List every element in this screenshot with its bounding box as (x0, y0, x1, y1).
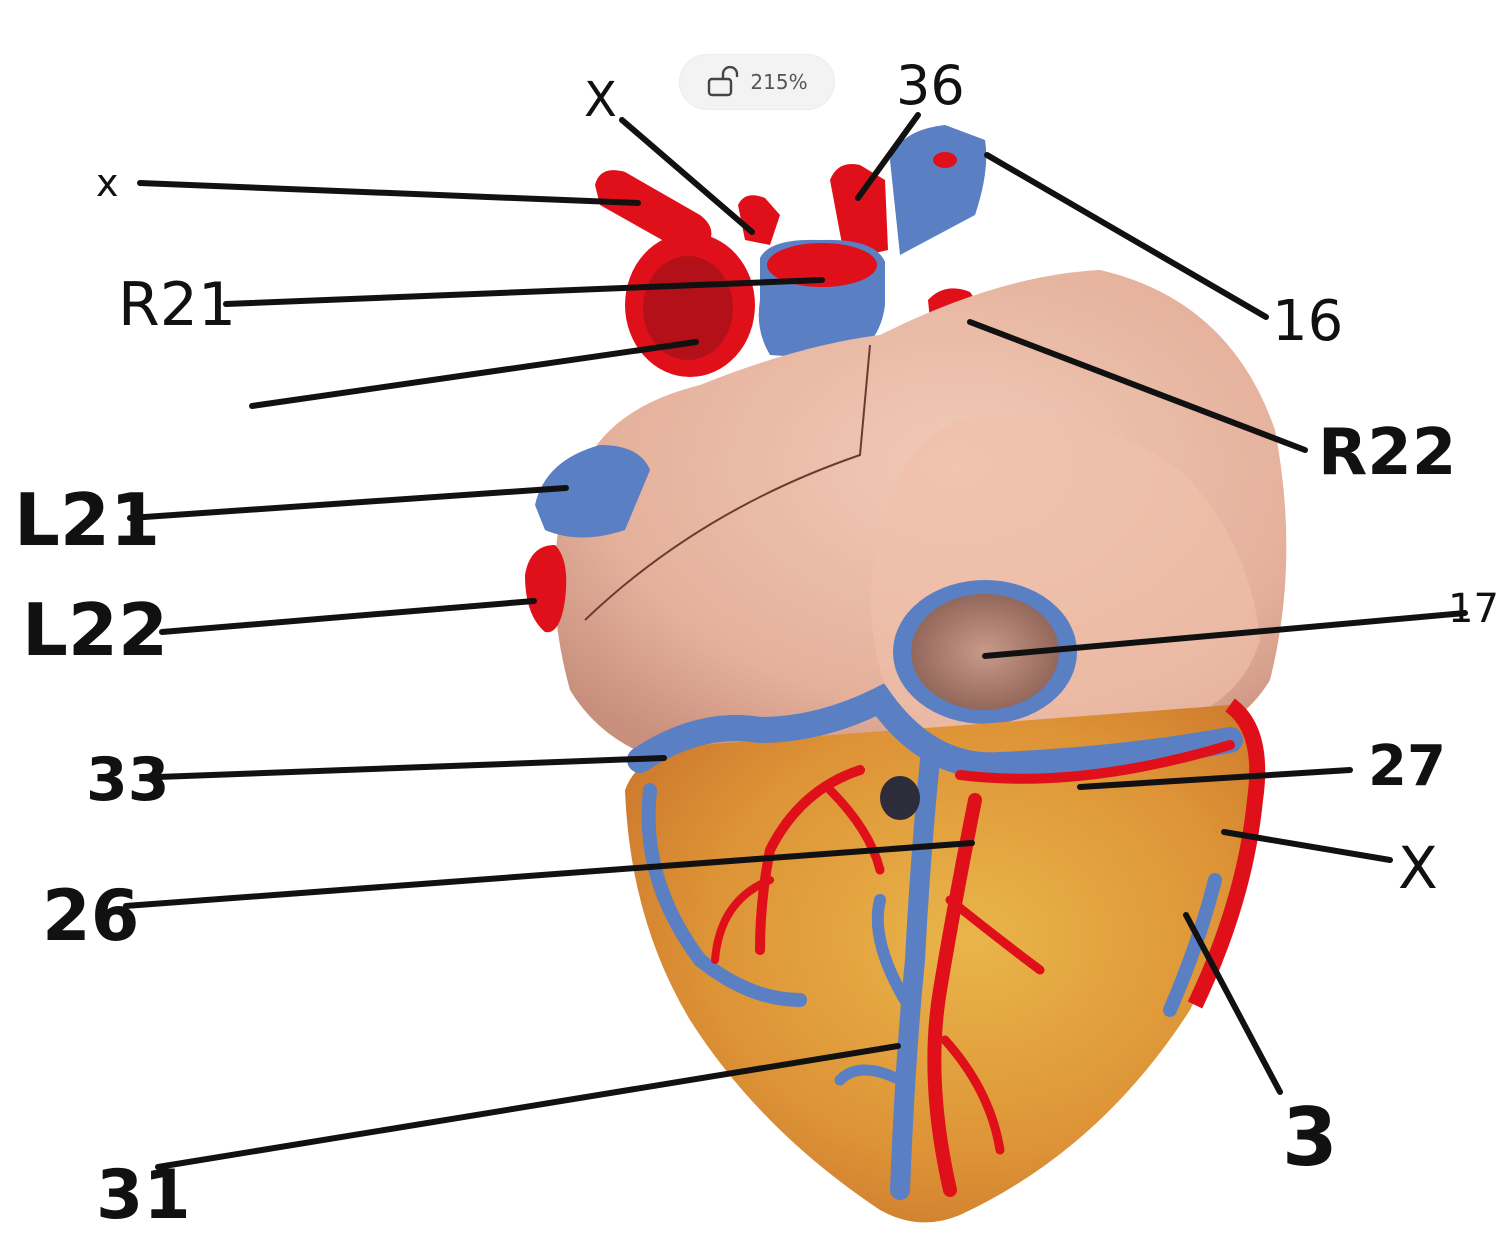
small-artery-stub (738, 195, 780, 245)
leader-16 (984, 152, 1269, 320)
label-r22: R22 (1318, 416, 1456, 490)
heart-wall (525, 270, 1287, 760)
artery-branch-left-1 (755, 765, 865, 955)
leader-31 (155, 1043, 901, 1170)
right-pulmonary-vein-blue (535, 445, 650, 538)
left-vein-branch (641, 783, 807, 1007)
label-16: 16 (1272, 289, 1343, 354)
leader-33 (155, 755, 667, 780)
leader-17 (982, 610, 1468, 659)
labels: x X 36 16 R21 R22 L21 L22 17 33 27 X 26 … (14, 54, 1499, 1235)
aorta-trunk (830, 164, 888, 260)
ventricle-red-rim (1187, 698, 1266, 1009)
label-33: 33 (86, 745, 170, 815)
label-x-right: X (1398, 834, 1438, 902)
leader-3 (1183, 912, 1283, 1095)
leader-lines (123, 112, 1468, 1170)
label-l21: L21 (14, 478, 160, 562)
great-vessels (595, 125, 989, 395)
atrial-seam-1 (584, 344, 871, 621)
leader-36 (855, 112, 921, 201)
leader-x-top-left (137, 180, 641, 206)
label-26: 26 (42, 875, 139, 957)
label-x-top: X (584, 72, 617, 128)
zoom-level-text: 215% (750, 70, 808, 94)
label-r21: R21 (118, 270, 236, 340)
leader-l21 (127, 485, 569, 521)
artery-branch-a (945, 895, 1045, 975)
label-31: 31 (96, 1156, 191, 1235)
leader-blank (249, 339, 699, 409)
leader-27 (1077, 767, 1353, 790)
right-side-vein (1163, 873, 1222, 1017)
artery-branch-b (940, 1035, 1005, 1155)
posterior-interventricular-artery (927, 793, 982, 1197)
artery-branch-left-3 (711, 876, 774, 964)
leader-x-right (1221, 829, 1393, 863)
leader-x-top (619, 117, 755, 235)
leader-l22 (159, 598, 537, 635)
label-x-top-left: x (96, 161, 119, 205)
leader-r22 (967, 319, 1308, 453)
coronary-sinus (627, 683, 1243, 779)
posterior-vein (890, 750, 940, 1200)
label-36: 36 (896, 54, 965, 117)
coronary-artery-right (955, 740, 1235, 784)
posterior-vein-branch-1 (871, 894, 911, 1006)
coronary-sinus-opening (880, 776, 920, 820)
zoom-indicator[interactable]: 215% (679, 54, 835, 110)
ivc-opening (911, 594, 1059, 710)
pulmonary-trunk-opening (767, 243, 877, 287)
right-pulmonary-artery-branch (595, 170, 712, 250)
ventricles (625, 683, 1266, 1223)
superior-vena-cava (890, 125, 987, 255)
right-pulmonary-vein-red (525, 545, 567, 633)
leader-r21 (223, 277, 825, 307)
leader-26 (123, 840, 975, 909)
label-l22: L22 (22, 588, 168, 672)
posterior-vein-branch-2 (834, 1064, 906, 1086)
svc-opening (933, 152, 957, 168)
artery-branch-left-2 (825, 785, 885, 875)
label-27: 27 (1368, 734, 1446, 799)
label-3: 3 (1282, 1091, 1338, 1184)
unlock-icon[interactable] (706, 66, 740, 98)
label-17: 17 (1448, 586, 1499, 632)
